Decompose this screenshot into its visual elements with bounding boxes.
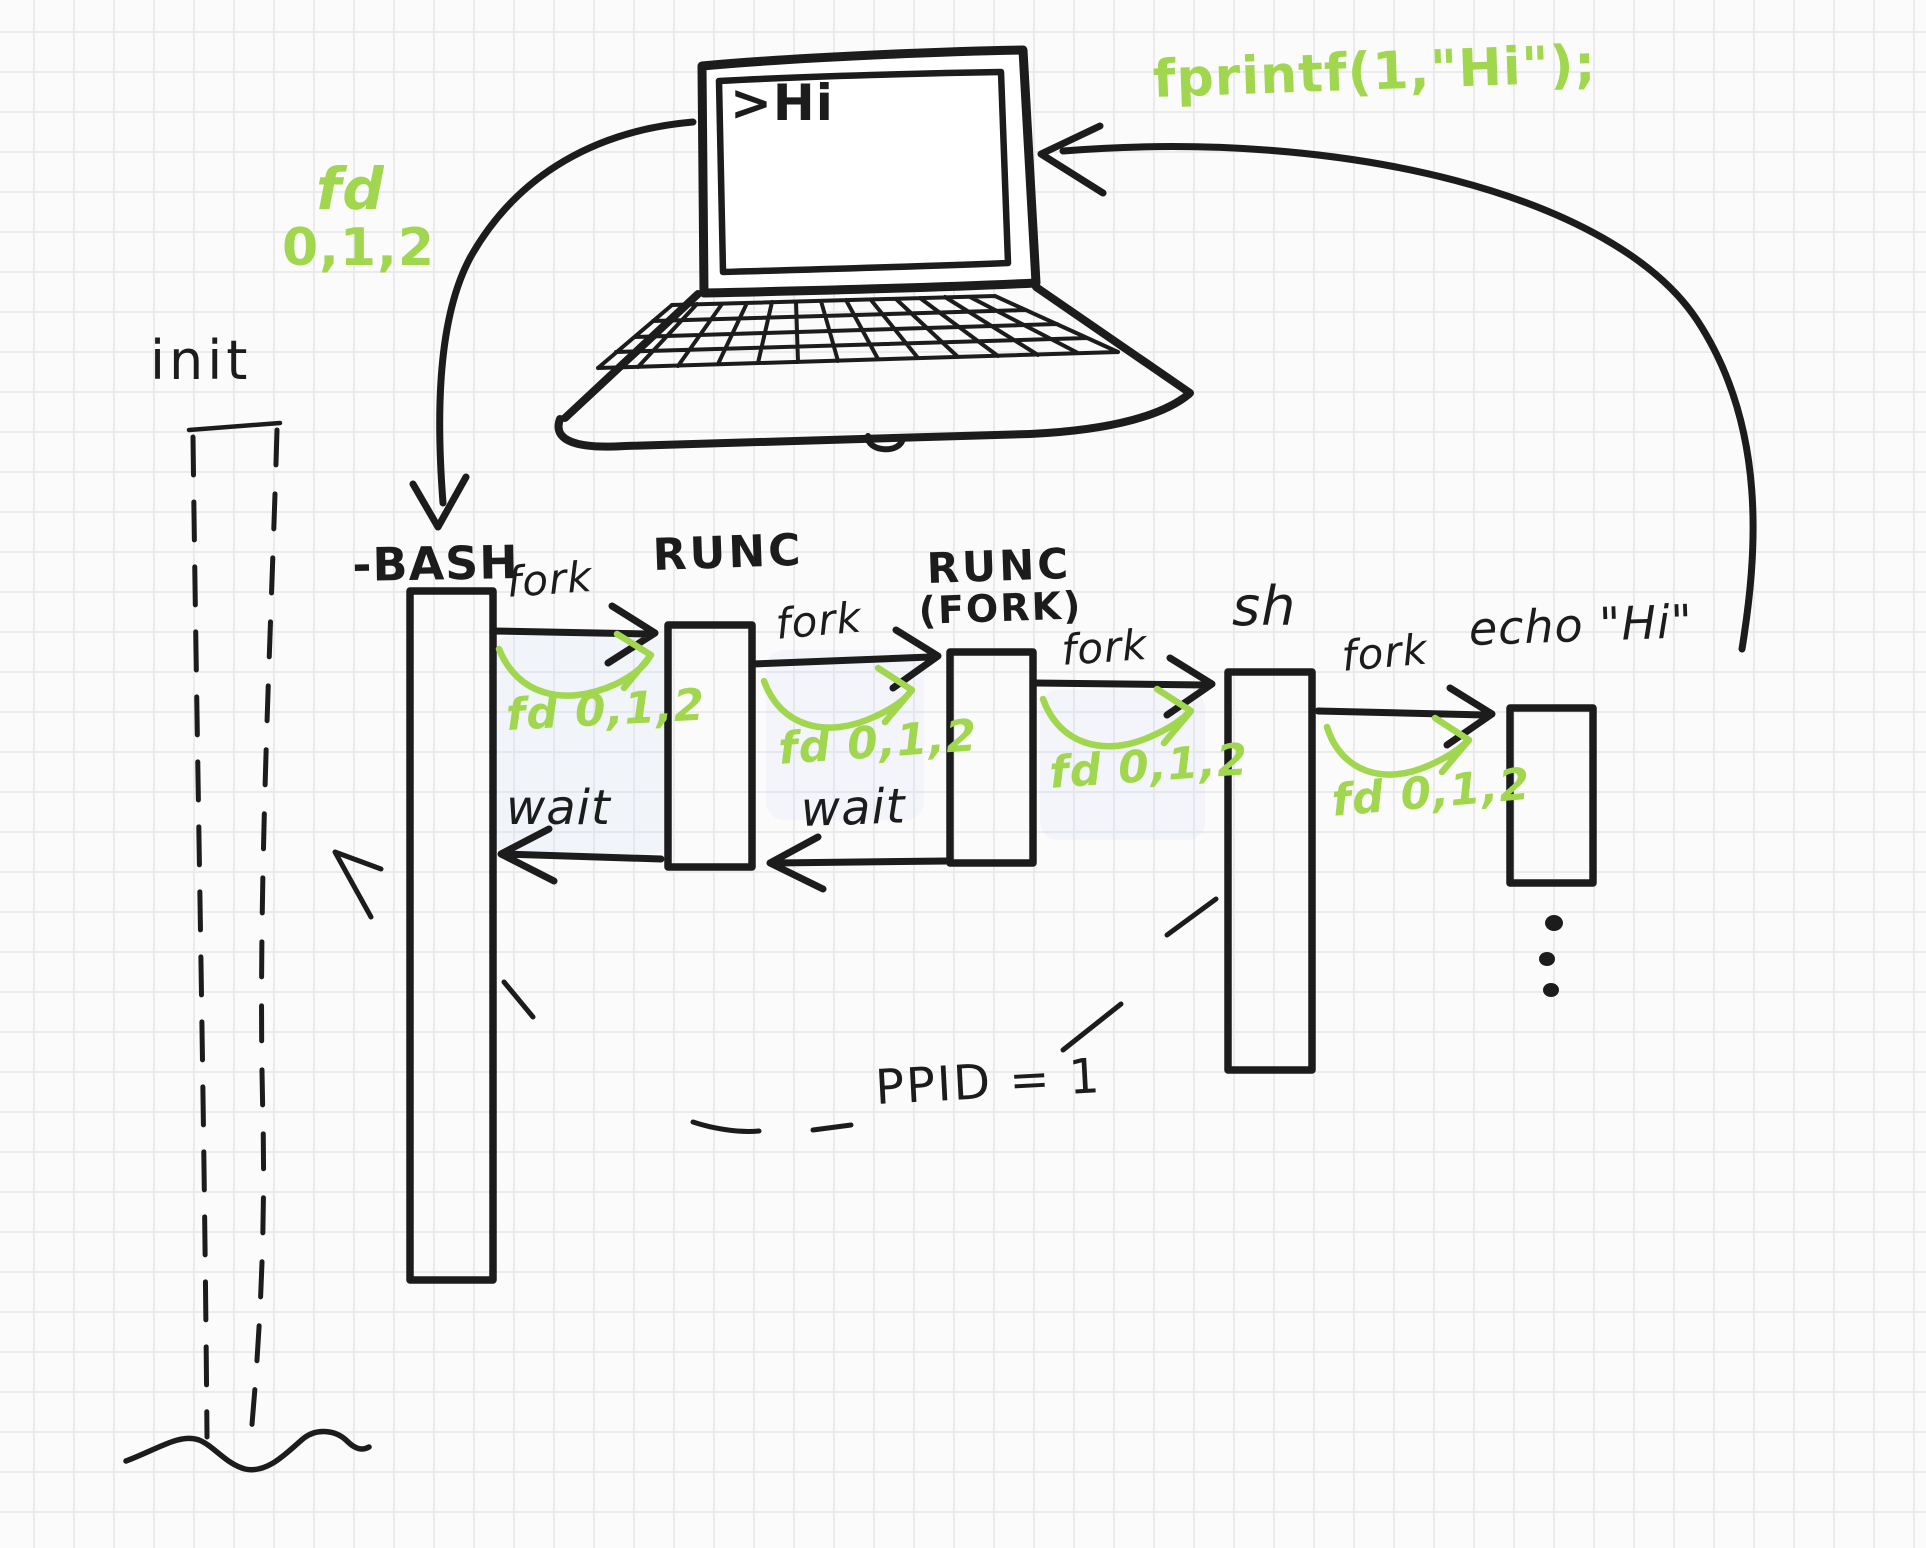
wait-arrows bbox=[497, 825, 952, 893]
laptop-hinge-right bbox=[1032, 283, 1194, 397]
fork-label-2: fork bbox=[773, 592, 864, 649]
wait-label-1: wait bbox=[506, 780, 611, 836]
ppid-dashes bbox=[501, 896, 1219, 1134]
arrow-head-down bbox=[409, 473, 470, 531]
laptop-hinge-left bbox=[561, 290, 702, 422]
init-label: init bbox=[150, 329, 252, 392]
fd-arrow-4 bbox=[1323, 714, 1473, 778]
continuation-dots bbox=[1539, 915, 1563, 997]
wait-label-2: wait bbox=[799, 778, 907, 838]
process-label-sh: sh bbox=[1232, 575, 1297, 638]
arrow-curve bbox=[436, 118, 697, 507]
fd-arrows bbox=[495, 630, 1473, 778]
ppid-arrow-head bbox=[332, 849, 384, 920]
fd-arrow-3 bbox=[1039, 685, 1195, 750]
fd-label-1: fd 0,1,2 bbox=[504, 679, 707, 741]
laptop-base-notch bbox=[865, 433, 906, 453]
fd-top-annotation-line2: 0,1,2 bbox=[282, 218, 436, 278]
fork-arrow-1 bbox=[489, 602, 659, 667]
laptop-screen bbox=[715, 68, 1012, 276]
fork-label-1: fork bbox=[504, 552, 595, 607]
runc-process-box bbox=[664, 621, 756, 871]
fprintf-annotation: fprintf(1,"Hi"); bbox=[1151, 34, 1598, 110]
init-dashed-right bbox=[248, 427, 280, 1439]
fd-top-annotation-line1: fd bbox=[316, 155, 385, 223]
arrow-head-left bbox=[1037, 122, 1107, 197]
fork-label-4: fork bbox=[1339, 624, 1430, 681]
fd-arrow-2 bbox=[760, 664, 916, 731]
lifeline-break-squiggle bbox=[123, 1428, 372, 1473]
fd-arrow-1 bbox=[495, 630, 655, 699]
laptop-base bbox=[554, 390, 1193, 451]
process-boxes bbox=[406, 587, 1597, 1284]
init-top-edge bbox=[186, 420, 283, 433]
sh-process-box bbox=[1224, 668, 1316, 1074]
echo-process-box bbox=[1506, 704, 1597, 887]
arrow-laptop-to-bash bbox=[409, 118, 697, 531]
laptop-keyboard-icon bbox=[596, 294, 1120, 370]
wait-arrow-2 bbox=[766, 833, 952, 893]
wait-arrow-1 bbox=[497, 825, 665, 885]
arrow-curve bbox=[1059, 143, 1757, 653]
fork-label-3: fork bbox=[1059, 620, 1150, 675]
arrow-echo-to-laptop bbox=[1037, 122, 1757, 653]
init-dashed-left bbox=[190, 434, 210, 1440]
process-label-echo: echo "Hi" bbox=[1467, 594, 1694, 656]
runc-fork-process-box bbox=[946, 648, 1037, 867]
bash-process-box bbox=[406, 587, 497, 1284]
process-label-bash: -BASH bbox=[351, 535, 520, 592]
ppid-label: PPID = 1 bbox=[873, 1048, 1103, 1116]
process-label-runc-fork: RUNC bbox=[925, 538, 1072, 593]
init-lifeline bbox=[123, 420, 372, 1473]
laptop-drawing bbox=[554, 45, 1194, 453]
process-sublabel-runc-fork: (FORK) bbox=[917, 583, 1084, 633]
process-label-runc: RUNC bbox=[651, 524, 805, 581]
fork-arrow-2 bbox=[748, 626, 942, 692]
terminal-screen-text: >Hi bbox=[730, 74, 834, 132]
ppid-dashed-arrow bbox=[332, 849, 1219, 1134]
